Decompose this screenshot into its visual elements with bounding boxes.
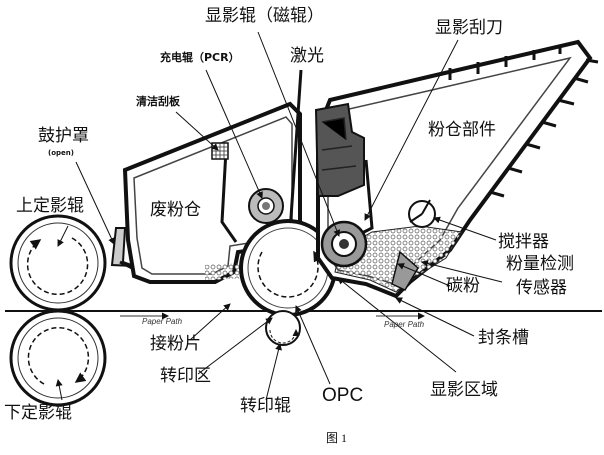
transfer-roller-label: 转印辊 xyxy=(240,396,291,416)
transfer-roller xyxy=(265,310,301,346)
developer-roller-label: 显影辊（磁辊） xyxy=(205,6,324,26)
transfer-zone-label: 转印区 xyxy=(160,366,211,386)
drum-cover-note: (open) xyxy=(48,149,74,157)
developer-roller xyxy=(320,220,368,268)
charge-roller-label: 充电辊（PCR） xyxy=(160,51,240,64)
toner-level-sensor-label-1: 粉量检测 xyxy=(506,254,574,274)
development-zone-label: 显影区域 xyxy=(430,380,498,400)
lower-fuser-label: 下定影辊 xyxy=(4,403,72,423)
opc-label: OPC xyxy=(322,385,364,406)
toner-label: 碳粉 xyxy=(446,276,480,296)
toner-unit-label: 粉仓部件 xyxy=(428,120,496,140)
lower-fuser-roller xyxy=(9,309,107,407)
waste-toner-label: 废粉仓 xyxy=(150,200,201,220)
cleaning-blade-label: 清洁刮板 xyxy=(136,95,180,108)
upper-fuser-label: 上定影辊 xyxy=(16,196,84,216)
seal-groove-label: 封条槽 xyxy=(478,328,529,348)
developer-blade-label: 显影刮刀 xyxy=(435,18,503,38)
agitator-label: 搅拌器 xyxy=(498,232,549,252)
recovery-blade-label: 接粉片 xyxy=(150,334,201,354)
laser-beam xyxy=(288,69,303,233)
upper-fuser-roller xyxy=(9,214,107,312)
laser-label: 激光 xyxy=(290,46,324,66)
figure-caption: 图 1 xyxy=(326,431,348,445)
charge-roller xyxy=(248,188,284,224)
drum-cover-label: 鼓护罩 xyxy=(38,126,89,146)
leader-lines xyxy=(55,31,503,401)
toner-hopper xyxy=(314,39,599,299)
toner-level-sensor-label-2: 传感器 xyxy=(516,278,567,298)
paper-path-label-left: Paper Path xyxy=(142,317,183,326)
paper-path-label-right: Paper Path xyxy=(384,320,425,329)
